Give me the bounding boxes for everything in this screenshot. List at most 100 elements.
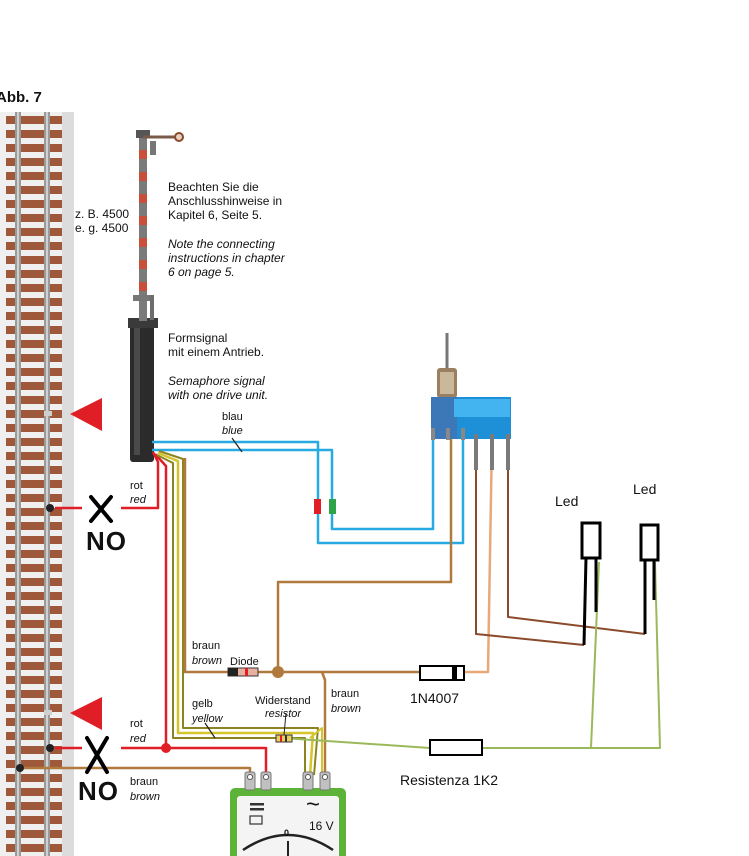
wire-label-yellow-de: gelb (192, 698, 213, 710)
track-sleeper (6, 228, 62, 236)
track-sleeper (6, 634, 62, 642)
diode-part-label: 1N4007 (410, 690, 460, 706)
track-sleeper (6, 312, 62, 320)
track-sleeper (6, 242, 62, 250)
track-sleeper (6, 676, 62, 684)
wire-label-red-bottom-en: red (130, 733, 146, 745)
signal-desc-en-1: Semaphore signal (168, 374, 265, 388)
track-sleeper (6, 326, 62, 334)
track-sleeper (6, 382, 62, 390)
mast-stripe (139, 216, 147, 225)
track-sleeper (6, 606, 62, 614)
resistor-part-label: Resistenza 1K2 (400, 772, 499, 788)
track-sleeper (6, 830, 62, 838)
track-sleeper (6, 662, 62, 670)
wire-label-blue-en: blue (222, 425, 243, 437)
track-sleeper (6, 788, 62, 796)
mast-stripe (139, 172, 147, 181)
wire-label-yellow-en: yellow (192, 713, 223, 725)
no-mark-bottom: NO (78, 776, 119, 806)
transformer-dial-zero: 0 (284, 828, 290, 838)
wire-label-red-top-en: red (130, 494, 146, 506)
track-sleeper (6, 116, 62, 124)
track-sleeper (6, 816, 62, 824)
led-right (639, 523, 660, 634)
resistor-1k2 (429, 739, 483, 756)
track-sleeper (6, 564, 62, 572)
no-mark-top: NO (86, 526, 127, 556)
diode-small (227, 667, 259, 677)
track-arrow-bottom (70, 697, 102, 730)
track-sleeper (6, 424, 62, 432)
track-sleeper (6, 466, 62, 474)
x-mark-top (89, 495, 113, 523)
track-sleeper (6, 396, 62, 404)
track-sleeper (6, 578, 62, 586)
transformer-ac-symbol: ~ (306, 791, 321, 818)
track-sleeper (6, 550, 62, 558)
led-left (580, 521, 602, 646)
track-sleeper (6, 340, 62, 348)
wire-label-brown-right-de: braun (331, 688, 360, 700)
note-en-1: Note the connecting (168, 237, 275, 251)
track-sleeper (6, 284, 62, 292)
mast-stripe (139, 282, 147, 291)
signal-desc-de-1: Formsignal (168, 331, 228, 345)
toggle-switch (431, 333, 511, 470)
mast-stripe (139, 260, 147, 269)
track-sleeper (6, 410, 62, 418)
diode-label: Diode (230, 656, 259, 668)
track-sleeper (6, 130, 62, 138)
semaphore-signal (128, 130, 184, 462)
track-sleeper (6, 760, 62, 768)
track-sleeper (6, 438, 62, 446)
resistor-label-de: Widerstand (255, 695, 311, 707)
track-sleeper (6, 186, 62, 194)
wire-label-red-top-de: rot (130, 480, 143, 492)
wire-label-brown-right-en: brown (331, 703, 361, 715)
x-mark-bottom (85, 736, 109, 774)
resistor-small (275, 734, 293, 743)
led-right-label: Led (633, 481, 657, 497)
note-de-2: Anschlusshinweise in (168, 194, 283, 208)
track-sleeper (6, 704, 62, 712)
track-sleeper (6, 298, 62, 306)
mast-stripe (139, 194, 147, 203)
note-en-2: instructions in chapter (168, 251, 285, 265)
track-sleeper (6, 522, 62, 530)
track (0, 112, 74, 856)
wire-label-brown-bottom-en: brown (130, 791, 160, 803)
track-sleeper (6, 774, 62, 782)
track-sleeper (6, 844, 62, 852)
track-sleeper (6, 144, 62, 152)
track-sleeper (6, 452, 62, 460)
signal-model-de: z. B. 4500 (75, 207, 130, 221)
track-sleeper (6, 480, 62, 488)
led-left-label: Led (555, 493, 579, 509)
track-sleeper (6, 648, 62, 656)
track-sleeper (6, 200, 62, 208)
track-sleeper (6, 620, 62, 628)
track-sleeper (6, 592, 62, 600)
signal-desc-en-2: with one drive unit. (168, 388, 269, 402)
track-sleeper (6, 508, 62, 516)
track-sleeper (6, 746, 62, 754)
wire-label-blue-de: blau (222, 411, 243, 423)
resistor-label-en: resistor (265, 708, 302, 720)
track-sleeper (6, 690, 62, 698)
wire-label-brown-diode-de: braun (192, 640, 221, 652)
track-sleeper (6, 270, 62, 278)
diode-1n4007 (419, 665, 465, 681)
track-sleeper (6, 158, 62, 166)
track-sleeper (6, 732, 62, 740)
track-sleeper (6, 256, 62, 264)
note-en-3: 6 on page 5. (168, 265, 235, 279)
note-de-1: Beachten Sie die (168, 180, 259, 194)
track-sleeper (6, 802, 62, 810)
figure-label: Abb. 7 (0, 89, 42, 106)
track-sleeper (6, 172, 62, 180)
track-sleeper (6, 354, 62, 362)
track-sleeper (6, 368, 62, 376)
